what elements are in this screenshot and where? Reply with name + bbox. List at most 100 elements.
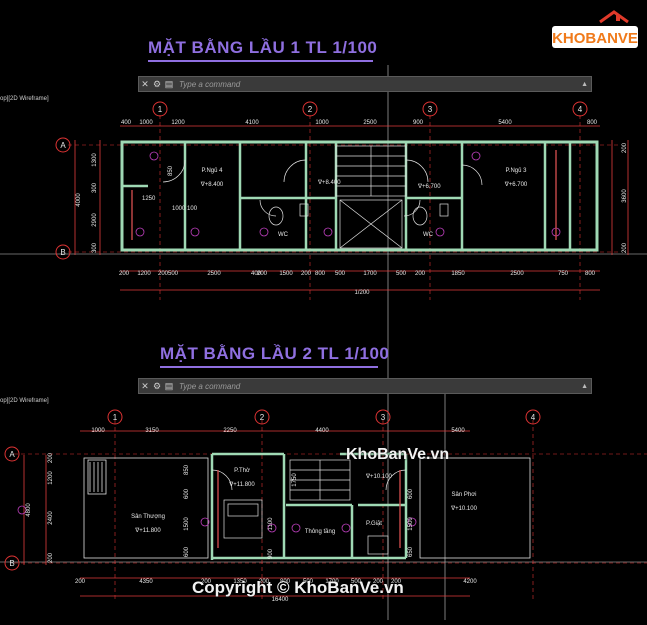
dim-bottom-2: 200	[75, 579, 86, 585]
row-bubble-A	[55, 137, 71, 153]
dim-top-1: 1000	[139, 120, 153, 126]
inner-dim: 600	[184, 488, 190, 499]
plan-2-title: MẶT BẰNG LẦU 2 TL 1/100	[160, 344, 390, 363]
dropdown-icon[interactable]: ▲	[581, 80, 588, 88]
dim-top-1: 1000	[315, 120, 329, 126]
level-tag: ∇+8.400	[317, 179, 341, 186]
room-name: Sân Thượng	[131, 514, 165, 520]
room-name: WC	[278, 232, 289, 238]
watermark-center: KhoBanVe.vn	[346, 446, 450, 463]
dim-bottom-2: 800	[280, 579, 291, 585]
dim-bottom-2: 200	[373, 579, 384, 585]
dim-bottom-1: 500	[335, 271, 346, 277]
dim-left-2: 200	[48, 552, 54, 563]
viewport-label-1[interactable]: op][2D Wireframe]	[0, 96, 49, 102]
grid-bubble-4	[572, 101, 588, 117]
room-level: ∇+6.700	[504, 181, 528, 188]
close-icon[interactable]: ✕	[141, 380, 149, 391]
row-bubble-B	[55, 244, 71, 260]
row-bubble-B	[4, 555, 20, 571]
room-name: Thông tầng	[305, 529, 335, 535]
dim-bottom-2: 200	[201, 579, 212, 585]
svg-text:KHOBANVE: KHOBANVE	[552, 30, 638, 47]
dim-top-1: 4100	[245, 120, 259, 126]
dim-left-1: 2900	[92, 213, 98, 227]
inner-dim: 650	[408, 546, 414, 557]
dim-top-2: 4400	[315, 428, 329, 434]
grid-bubble-3	[422, 101, 438, 117]
plan-2	[14, 420, 647, 600]
command-line-1[interactable]: ✕ ⚙ ▤ Type a command ▲	[138, 76, 592, 92]
viewport-label-2[interactable]: op][2D Wireframe]	[0, 398, 49, 404]
dim-left-1: 300	[92, 182, 98, 193]
row-bubble-A-label: A	[9, 450, 15, 459]
wrench-icon[interactable]: ⚙	[152, 380, 162, 391]
dim-bottom-1: 800	[315, 271, 326, 277]
inner-dim: 1500	[408, 517, 414, 531]
room-name: Sân Phơi	[452, 492, 477, 498]
dim-left-1: 300	[92, 242, 98, 253]
grid-bubble-3	[375, 409, 391, 425]
grid-bubble-3-label: 3	[428, 105, 433, 114]
room-level: ∇+11.800	[228, 481, 255, 488]
wrench-icon[interactable]: ⚙	[152, 78, 162, 89]
command-input[interactable]: Type a command	[179, 79, 241, 89]
dim-bottom-1: 2500	[510, 271, 524, 277]
dim-bottom-1: 750	[558, 271, 569, 277]
inner-dim: 1750	[292, 473, 298, 487]
dim-total-1: 1/200	[354, 290, 370, 296]
inner-dim: 600	[184, 546, 190, 557]
dim-top-2: 5400	[451, 428, 465, 434]
inner-dim: 850	[168, 165, 174, 176]
row-bubble-A-label: A	[60, 141, 66, 150]
dim-left-1: 1300	[92, 153, 98, 167]
grid-bubble-4	[525, 409, 541, 425]
inner-dim: 1000 100	[172, 206, 198, 212]
dim-bottom-1: 1700	[363, 271, 377, 277]
room-name: P.Ngủ 3	[506, 167, 528, 174]
grid-bubble-2-label: 2	[308, 105, 313, 114]
dim-bottom-1: 200	[158, 271, 169, 277]
dim-bottom-1: 500	[396, 271, 407, 277]
dim-top-1: 5400	[498, 120, 512, 126]
dim-bottom-2: 200	[391, 579, 402, 585]
dim-bottom-1: 1850	[451, 271, 465, 277]
dim-right-1: 200	[622, 242, 628, 253]
dim-top-2: 2250	[223, 428, 237, 434]
dim-bottom-2: 4350	[139, 579, 153, 585]
dim-bottom-1: 200	[257, 271, 268, 277]
room-level: ∇+10.100	[450, 505, 478, 512]
dim-top-1: 800	[587, 120, 598, 126]
dim-bottom-1: 200	[301, 271, 312, 277]
command-line-2[interactable]: ✕ ⚙ ▤ Type a command ▲	[138, 378, 592, 394]
dim-left-1: 4000	[76, 193, 82, 207]
row-bubble-A	[4, 446, 20, 462]
dim-top-2: 3150	[145, 428, 159, 434]
inner-dim: 1100	[268, 517, 274, 531]
plan-1-title-underline	[148, 60, 373, 62]
grid-bubble-1-label: 1	[113, 413, 118, 422]
dim-total-2: 16400	[272, 597, 289, 603]
command-input[interactable]: Type a command	[179, 381, 241, 391]
command-history-icon[interactable]: ▤	[164, 78, 174, 89]
dim-bottom-1: 400	[251, 271, 262, 277]
room-name: P.Thờ	[234, 468, 250, 474]
dim-left-2: 200	[48, 452, 54, 463]
close-icon[interactable]: ✕	[141, 78, 149, 89]
grid-bubble-3-label: 3	[381, 413, 386, 422]
command-history-icon[interactable]: ▤	[164, 380, 174, 391]
grid-bubble-1	[152, 101, 168, 117]
dim-bottom-2: 1700	[325, 579, 339, 585]
row-bubble-B-label: B	[60, 248, 65, 257]
inner-dim: 1250	[142, 196, 156, 202]
grid-bubble-4-label: 4	[578, 105, 583, 114]
dim-top-1: 400	[121, 120, 132, 126]
room-name: P.Ngủ 4	[202, 167, 224, 174]
room-level: ∇+8.400	[200, 181, 224, 188]
dim-bottom-1: 200	[119, 271, 130, 277]
dim-bottom-1: 2500	[207, 271, 221, 277]
level-tag: ∇+10.100	[365, 473, 393, 480]
dropdown-icon[interactable]: ▲	[581, 382, 588, 390]
